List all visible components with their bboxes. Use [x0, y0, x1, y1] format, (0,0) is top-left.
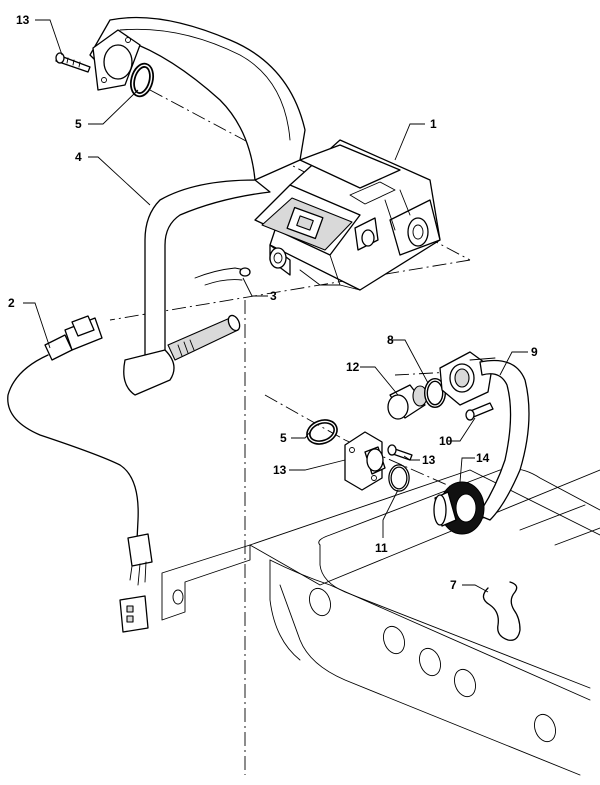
label-part-5-top: 5 — [75, 117, 82, 131]
label-part-11: 12 — [346, 360, 360, 374]
label-part-14: 14 — [476, 451, 490, 465]
label-part-6: 7 — [450, 578, 457, 592]
label-part-3: 3 — [270, 289, 277, 303]
label-part-12: 13 — [273, 463, 287, 477]
flange-screw-top — [55, 52, 91, 73]
label-part-10: 11 — [375, 541, 388, 555]
grommet — [433, 481, 485, 535]
spring-clip — [482, 581, 521, 641]
outlet-pipe — [439, 351, 530, 521]
pipe-screw — [465, 402, 494, 421]
leader-lines — [23, 19, 528, 593]
cable-lead — [7, 315, 153, 633]
label-part-2: 2 — [8, 296, 15, 310]
wire-clip — [194, 267, 251, 286]
pipe-sleeve — [387, 384, 428, 420]
label-part-7: 8 — [387, 333, 394, 347]
gas-pipe — [89, 16, 306, 396]
label-part-5-lower: 5 — [280, 431, 287, 445]
label-part-4: 4 — [75, 150, 82, 164]
part-labels: 13 5 4 1 2 3 8 9 12 10 5 13 13 14 11 7 — [8, 13, 538, 592]
o-ring-top — [129, 62, 155, 98]
sealing-washer-7 — [424, 378, 446, 408]
label-part-13-lower: 13 — [422, 453, 436, 467]
gas-valve — [254, 139, 441, 291]
sealing-washer-10 — [388, 464, 410, 492]
pipe-flange — [344, 431, 386, 491]
o-ring-lower — [306, 419, 338, 445]
flange-screw-lower — [387, 444, 413, 461]
label-part-8: 9 — [531, 345, 538, 359]
label-part-13-top: 13 — [16, 13, 30, 27]
label-part-9: 10 — [439, 434, 453, 448]
boiler-chassis — [161, 468, 600, 776]
label-part-1: 1 — [430, 117, 437, 131]
